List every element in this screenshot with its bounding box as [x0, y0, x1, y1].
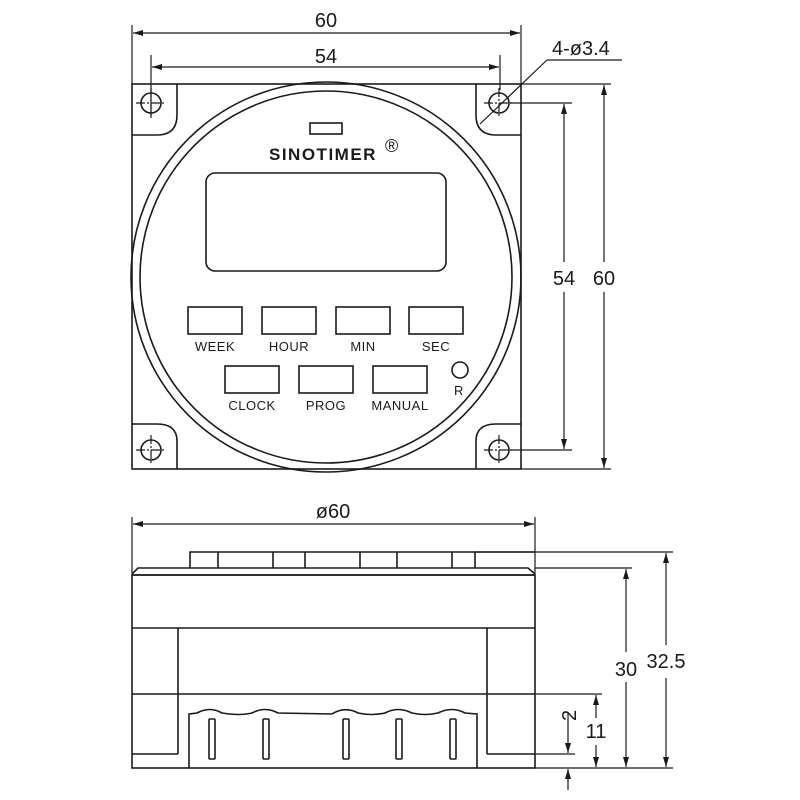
manual-button[interactable]: [372, 365, 428, 394]
clock-label: CLOCK: [228, 398, 275, 413]
front-view: SINOTIMER ® WEEK HOUR MIN SEC CLOCK PROG…: [130, 81, 522, 473]
mounting-hole-bottom-right: [484, 435, 514, 465]
mounting-hole-bottom-left: [136, 435, 166, 465]
terminal-slot-1: [208, 718, 216, 760]
bezel-inner-ring: [139, 90, 513, 464]
prog-button[interactable]: [298, 365, 354, 394]
dim-holes: 4-ø3.4: [552, 38, 610, 60]
reset-label: R: [454, 383, 464, 398]
front-dimensions: 60 54 4-ø3.4 54 60: [131, 10, 622, 470]
bezel-outer-ring: [130, 81, 522, 473]
min-label: MIN: [350, 339, 375, 354]
dim-overall-height: 60: [593, 268, 615, 290]
dim-body-height: 30: [615, 659, 637, 681]
bezel-chamfer: [131, 567, 536, 575]
sec-button[interactable]: [408, 306, 464, 335]
corner-lug-top-right: [475, 84, 521, 136]
dim-terminal-height: 11: [586, 721, 607, 743]
clock-button[interactable]: [224, 365, 280, 394]
dim-side-diameter: ø60: [316, 501, 350, 523]
week-button[interactable]: [187, 306, 243, 335]
dim-total-height: 32.5: [647, 651, 686, 673]
terminal-slot-5: [449, 718, 457, 760]
mounting-hole-top-right: [484, 88, 514, 118]
led-indicator: [309, 122, 343, 135]
dim-hole-spacing-height: 54: [553, 268, 575, 290]
corner-lug-top-left: [132, 84, 178, 136]
min-button[interactable]: [335, 306, 391, 335]
side-view: ø60: [131, 501, 536, 769]
side-dimensions: 32.5 30 11 2: [475, 551, 686, 790]
housing-outline: [131, 574, 536, 769]
dim-base-offset: 2: [559, 710, 581, 721]
dim-overall-width: 60: [315, 10, 337, 32]
hole-leader-line: [479, 59, 548, 125]
terminal-slot-3: [342, 718, 350, 760]
week-label: WEEK: [195, 339, 235, 354]
lcd-display: [205, 172, 447, 272]
registered-mark: ®: [385, 136, 398, 156]
button-tops-outline: [189, 551, 535, 568]
terminal-slot-2: [262, 718, 270, 760]
terminal-block: [188, 708, 478, 768]
corner-lug-bottom-right: [475, 423, 521, 469]
sec-label: SEC: [422, 339, 450, 354]
corner-lug-bottom-left: [132, 423, 178, 469]
manual-label: MANUAL: [371, 398, 428, 413]
reset-button[interactable]: [451, 361, 469, 379]
terminal-slot-4: [395, 718, 403, 760]
hour-button[interactable]: [261, 306, 317, 335]
dim-hole-spacing-width: 54: [315, 46, 337, 68]
prog-label: PROG: [306, 398, 346, 413]
hour-label: HOUR: [269, 339, 309, 354]
brand-logo: SINOTIMER: [269, 145, 377, 164]
